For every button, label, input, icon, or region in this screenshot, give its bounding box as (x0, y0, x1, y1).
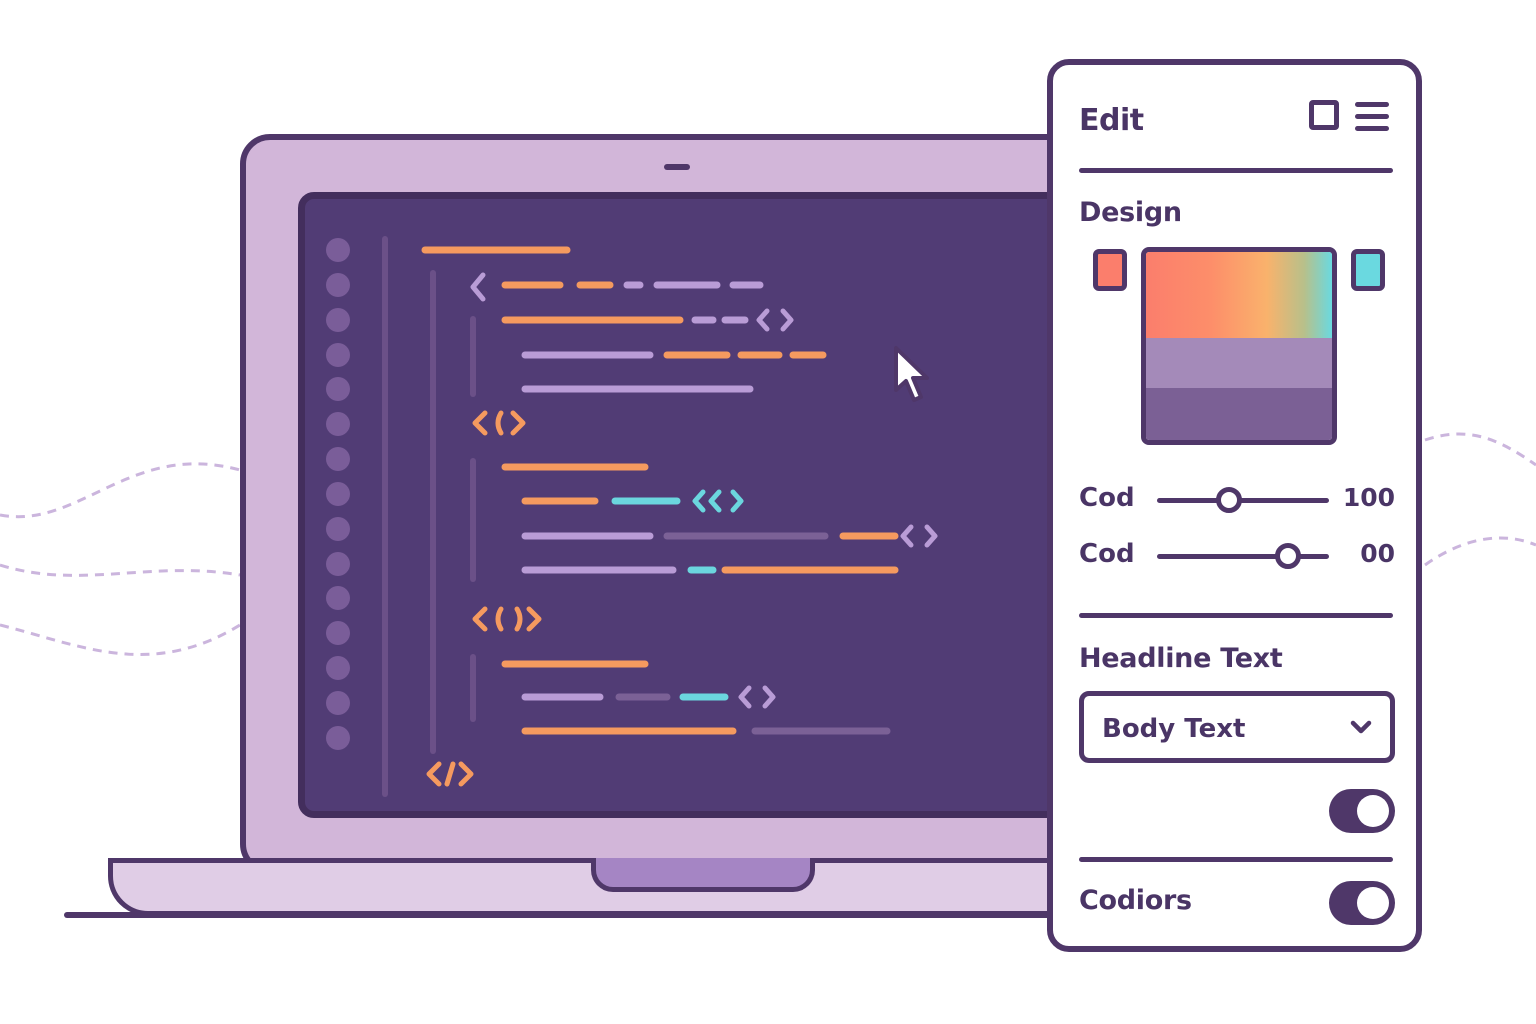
code-bracket-icon (470, 272, 486, 302)
slider-label: Cod (1079, 483, 1135, 513)
design-label: Design (1079, 197, 1182, 228)
headline-label: Headline Text (1079, 643, 1283, 674)
floor-line (64, 912, 1064, 918)
slider-label: Cod (1079, 539, 1135, 569)
swatch-coral[interactable] (1093, 249, 1127, 291)
slider-row: Cod 100 (1079, 479, 1395, 519)
divider (1079, 168, 1393, 173)
divider (1079, 613, 1393, 618)
laptop-base (108, 858, 1118, 916)
menu-icon[interactable] (1355, 102, 1391, 132)
laptop (240, 134, 1128, 874)
slider-track[interactable] (1157, 487, 1329, 513)
line-number-gutter (326, 238, 350, 750)
swatch-cyan[interactable] (1351, 249, 1385, 291)
edit-panel: Edit Design Cod 100 Cod 00 Headline Text… (1047, 59, 1422, 952)
slider-thumb[interactable] (1216, 487, 1243, 513)
view-toggle-group (1309, 100, 1395, 140)
slider-row: Cod 00 (1079, 535, 1395, 575)
code-lines (326, 236, 938, 797)
square-view-icon[interactable] (1309, 100, 1339, 130)
toggle-switch[interactable] (1329, 881, 1395, 925)
divider (1079, 857, 1393, 862)
webcam (664, 164, 690, 170)
toggle-label: Codiors (1079, 885, 1192, 916)
slider-value: 00 (1360, 539, 1395, 568)
mouse-cursor-icon (894, 346, 929, 402)
toggle-knob (1357, 887, 1389, 919)
slider-track[interactable] (1157, 543, 1329, 569)
dropdown-value: Body Text (1102, 714, 1246, 744)
laptop-notch (591, 858, 815, 892)
slider-value: 100 (1342, 483, 1395, 512)
toggle-knob (1357, 795, 1389, 827)
slider-thumb[interactable] (1274, 543, 1301, 569)
font-style-dropdown[interactable]: Body Text (1079, 691, 1395, 763)
code-editor-screen (298, 192, 1128, 818)
toggle-switch[interactable] (1329, 789, 1395, 833)
panel-title: Edit (1079, 103, 1144, 138)
chevron-down-icon (1350, 720, 1372, 734)
gradient-preview[interactable] (1141, 247, 1337, 445)
